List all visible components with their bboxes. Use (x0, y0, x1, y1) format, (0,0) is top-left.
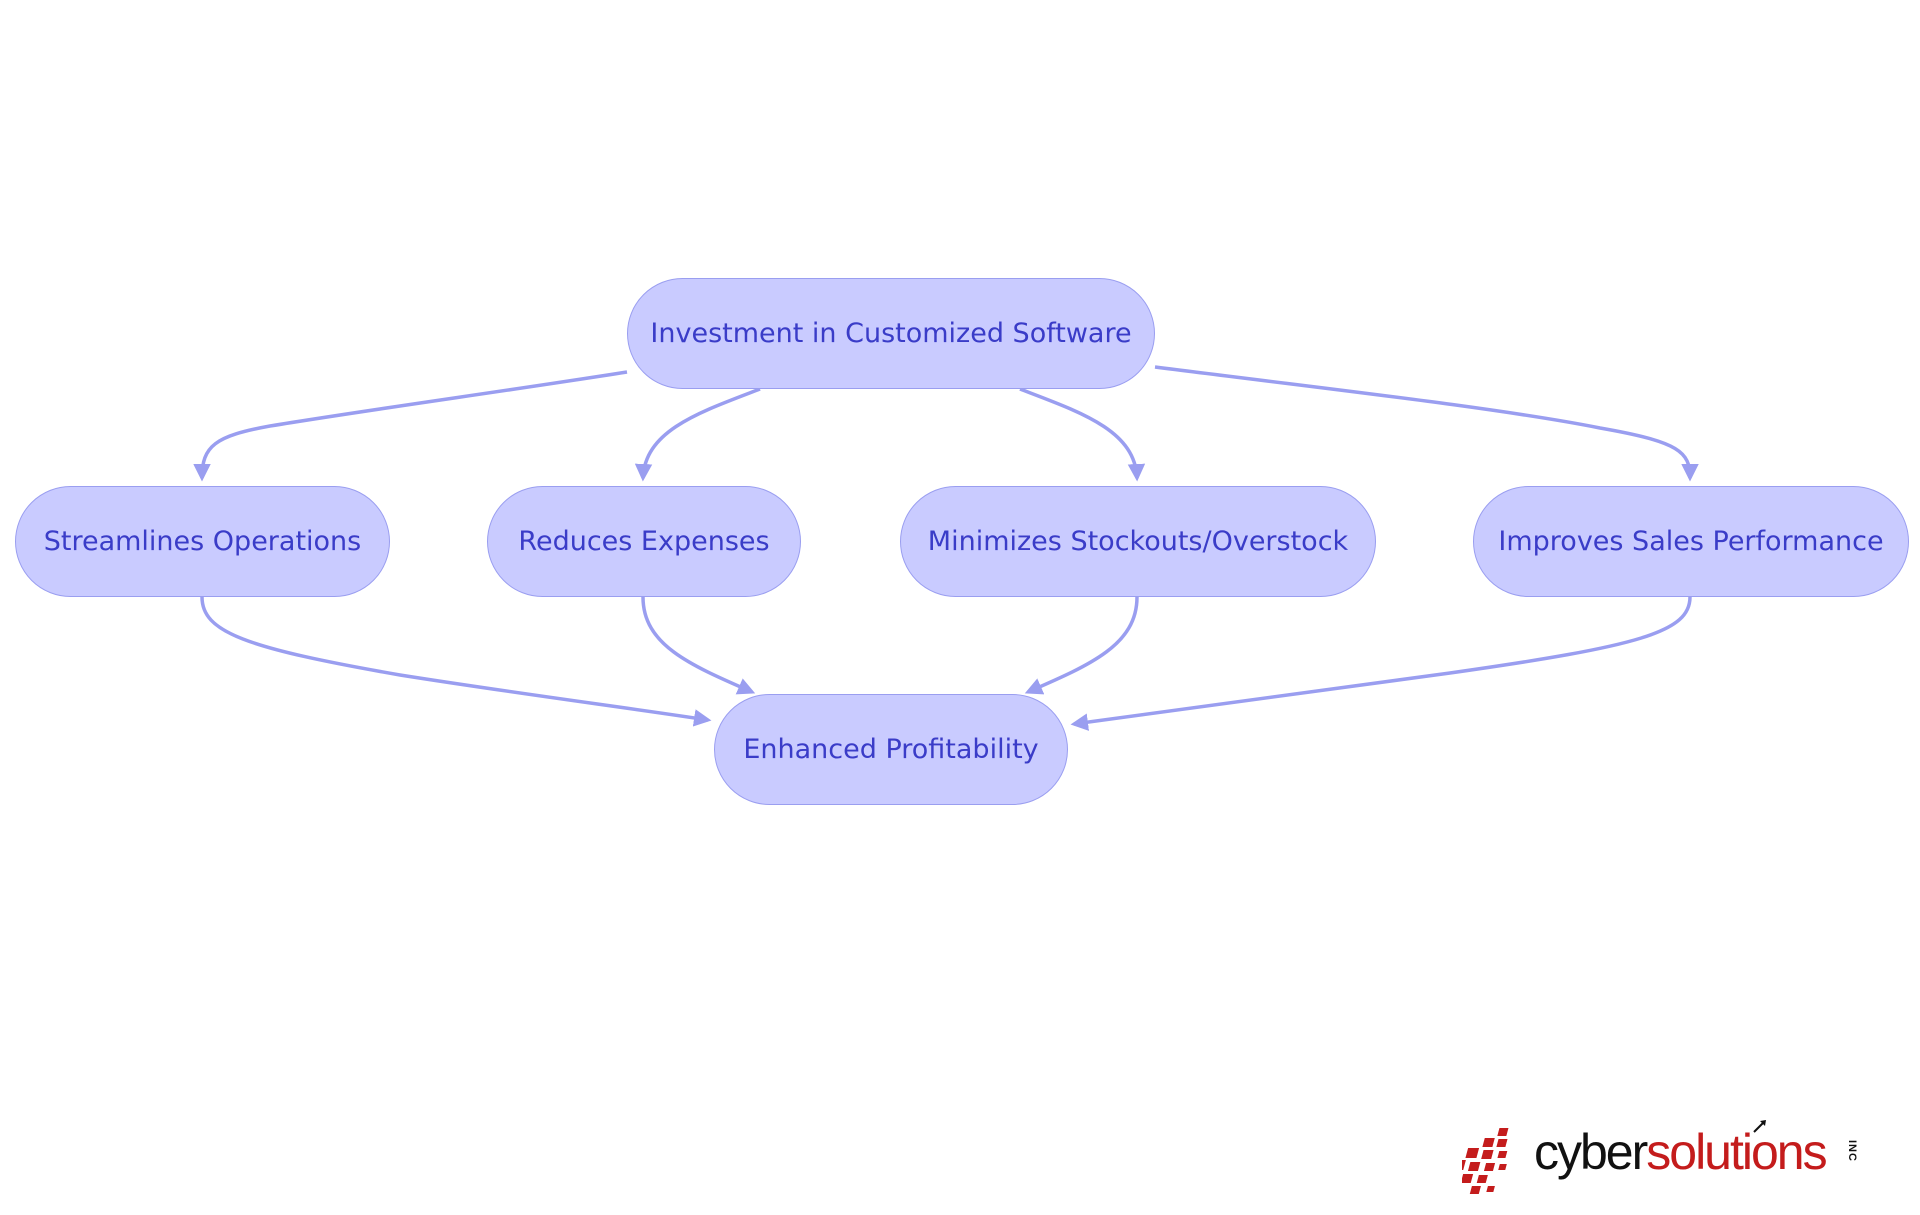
cybersolutions-logo: cybersolutions INC (1462, 1118, 1872, 1198)
logo-word-cyber: cyber (1534, 1124, 1648, 1180)
node-enhanced-profitability: Enhanced Profitability (714, 694, 1068, 805)
node-label: Reduces Expenses (518, 526, 770, 557)
edge-expenses-to-profit (641, 596, 756, 695)
logo-word-solutions: solutions (1646, 1124, 1827, 1180)
edge-root-to-stock (1019, 387, 1146, 482)
node-reduces-expenses: Reduces Expenses (487, 486, 801, 597)
node-minimizes-stockouts-overstock: Minimizes Stockouts/Overstock (900, 486, 1376, 597)
edge-root-to-sales (1154, 365, 1699, 482)
node-streamlines-operations: Streamlines Operations (15, 486, 390, 597)
node-label: Enhanced Profitability (743, 734, 1039, 765)
node-label: Streamlines Operations (43, 526, 362, 557)
logo-mark-icon (1462, 1128, 1509, 1194)
node-label: Minimizes Stockouts/Overstock (927, 526, 1349, 557)
node-label: Investment in Customized Software (650, 318, 1132, 349)
edge-sales-to-profit (1070, 596, 1692, 731)
node-investment-in-customized-software: Investment in Customized Software (627, 278, 1155, 389)
logo-wordmark: cybersolutions (1534, 1122, 1828, 1182)
node-improves-sales-performance: Improves Sales Performance (1473, 486, 1909, 597)
edge-root-to-expenses (634, 387, 761, 482)
logo-inc: INC (1846, 1140, 1858, 1162)
edge-root-to-ops (193, 370, 628, 482)
node-label: Improves Sales Performance (1498, 526, 1884, 557)
edge-ops-to-profit (200, 596, 712, 727)
logo-arrow-icon (1753, 1120, 1766, 1133)
edge-stock-to-profit (1024, 596, 1139, 695)
